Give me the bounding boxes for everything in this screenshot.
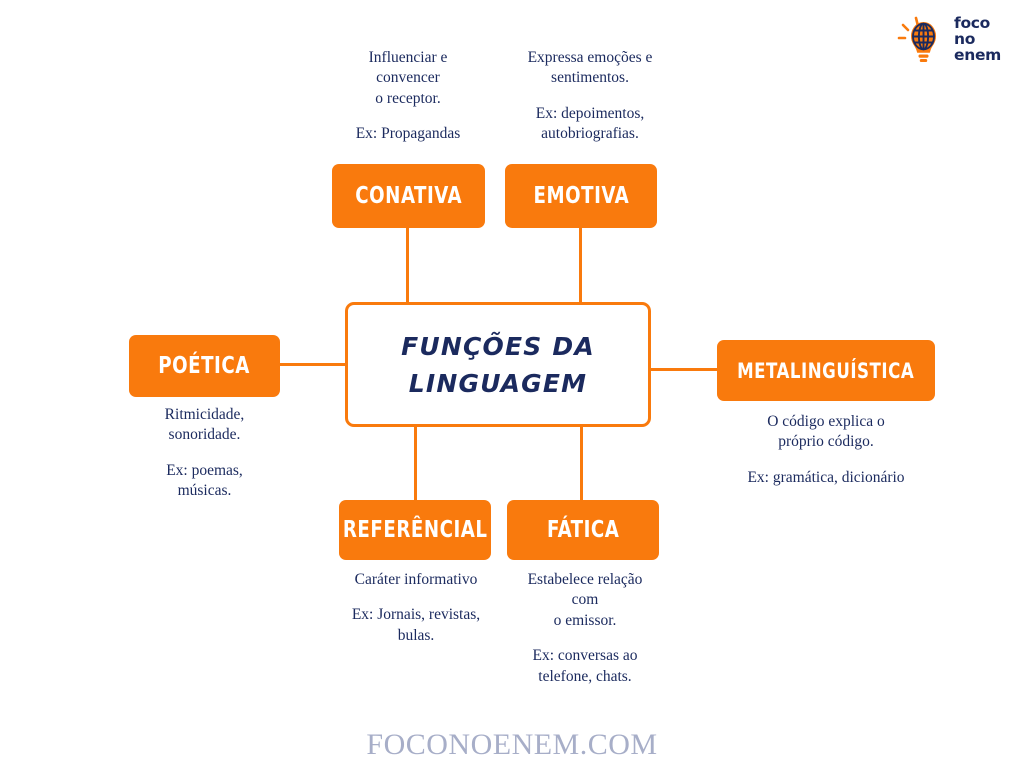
- brand-line-1: foco: [954, 14, 991, 33]
- desc-fatica-example-line-2: telefone, chats.: [538, 667, 632, 685]
- brand-wordmark: foco no enem: [954, 14, 1020, 64]
- desc-referencial-example-line-2: bulas.: [397, 626, 435, 644]
- brand-logo: foco no enem: [896, 14, 1020, 66]
- node-metalinguistica[interactable]: METALINGUÍSTICA: [717, 340, 935, 401]
- desc-fatica-line-2: com: [571, 591, 599, 609]
- node-emotiva-label: EMOTIVA: [533, 183, 629, 209]
- node-metalinguistica-label: METALINGUÍSTICA: [737, 358, 915, 383]
- desc-emotiva-line-2: sentimentos.: [551, 69, 629, 87]
- desc-fatica-example-line-1: Ex: conversas ao: [532, 647, 638, 665]
- node-conativa[interactable]: CONATIVA: [332, 164, 485, 228]
- node-conativa-label: CONATIVA: [355, 183, 462, 209]
- desc-poetica-line-1: Ritmicidade,: [164, 406, 245, 423]
- desc-fatica-line-1: Estabelece relação: [527, 571, 643, 588]
- desc-metalinguistica-example: Ex: gramática, dicionário: [747, 468, 905, 486]
- desc-poetica-line-2: sonoridade.: [168, 426, 241, 444]
- node-referencial-label: REFERÊNCIAL: [342, 517, 488, 543]
- page-title-line-2: LINGUAGEM: [408, 368, 588, 398]
- desc-emotiva-example-line-1: Ex: depoimentos,: [535, 104, 645, 122]
- desc-emotiva-example-line-2: autobriografias.: [541, 125, 639, 143]
- desc-referencial-example-line-1: Ex: Jornais, revistas,: [351, 606, 481, 624]
- desc-poetica-example-line-1: Ex: poemas,: [166, 461, 243, 479]
- desc-metalinguistica: O código explica o próprio código. Ex: g…: [715, 412, 937, 488]
- desc-referencial-line-1: Caráter informativo: [354, 571, 478, 588]
- desc-conativa-example: Ex: Propagandas: [355, 125, 461, 143]
- desc-conativa-line-1: Influenciar e: [368, 49, 448, 66]
- connector-emotiva: [579, 228, 582, 304]
- desc-referencial: Caráter informativo Ex: Jornais, revista…: [330, 570, 502, 646]
- desc-poetica-example-line-2: músicas.: [177, 482, 232, 500]
- connector-conativa: [406, 228, 409, 304]
- node-emotiva[interactable]: EMOTIVA: [505, 164, 657, 228]
- desc-conativa-line-2: convencer: [376, 69, 440, 87]
- node-poetica-label: POÉTICA: [158, 353, 251, 379]
- page-title-line-1: FUNÇÕES DA: [401, 331, 595, 361]
- lightbulb-globe-icon: [897, 16, 936, 62]
- connector-metalinguistica: [649, 368, 719, 371]
- node-referencial[interactable]: REFERÊNCIAL: [339, 500, 491, 560]
- brand-line-2: no enem: [954, 30, 1002, 64]
- node-fatica-label: FÁTICA: [546, 517, 620, 543]
- desc-emotiva-line-1: Expressa emoções e: [527, 49, 653, 66]
- node-poetica[interactable]: POÉTICA: [129, 335, 280, 397]
- node-fatica[interactable]: FÁTICA: [507, 500, 659, 560]
- desc-emotiva: Expressa emoções e sentimentos. Ex: depo…: [503, 48, 677, 145]
- connector-poetica: [279, 363, 347, 366]
- desc-metalinguistica-line-1: O código explica o: [767, 413, 885, 430]
- desc-fatica-line-3: o emissor.: [553, 611, 617, 629]
- desc-metalinguistica-line-2: próprio código.: [778, 433, 874, 451]
- desc-fatica: Estabelece relação com o emissor. Ex: co…: [505, 570, 665, 687]
- desc-conativa-line-3: o receptor.: [375, 89, 441, 107]
- desc-conativa: Influenciar e convencer o receptor. Ex: …: [330, 48, 486, 145]
- connector-referencial: [414, 425, 417, 500]
- connector-fatica: [580, 425, 583, 500]
- desc-poetica: Ritmicidade, sonoridade. Ex: poemas, mús…: [127, 405, 282, 502]
- footer-website: FOCONOENEM.COM: [366, 728, 658, 761]
- central-node: FUNÇÕES DA LINGUAGEM: [345, 302, 651, 427]
